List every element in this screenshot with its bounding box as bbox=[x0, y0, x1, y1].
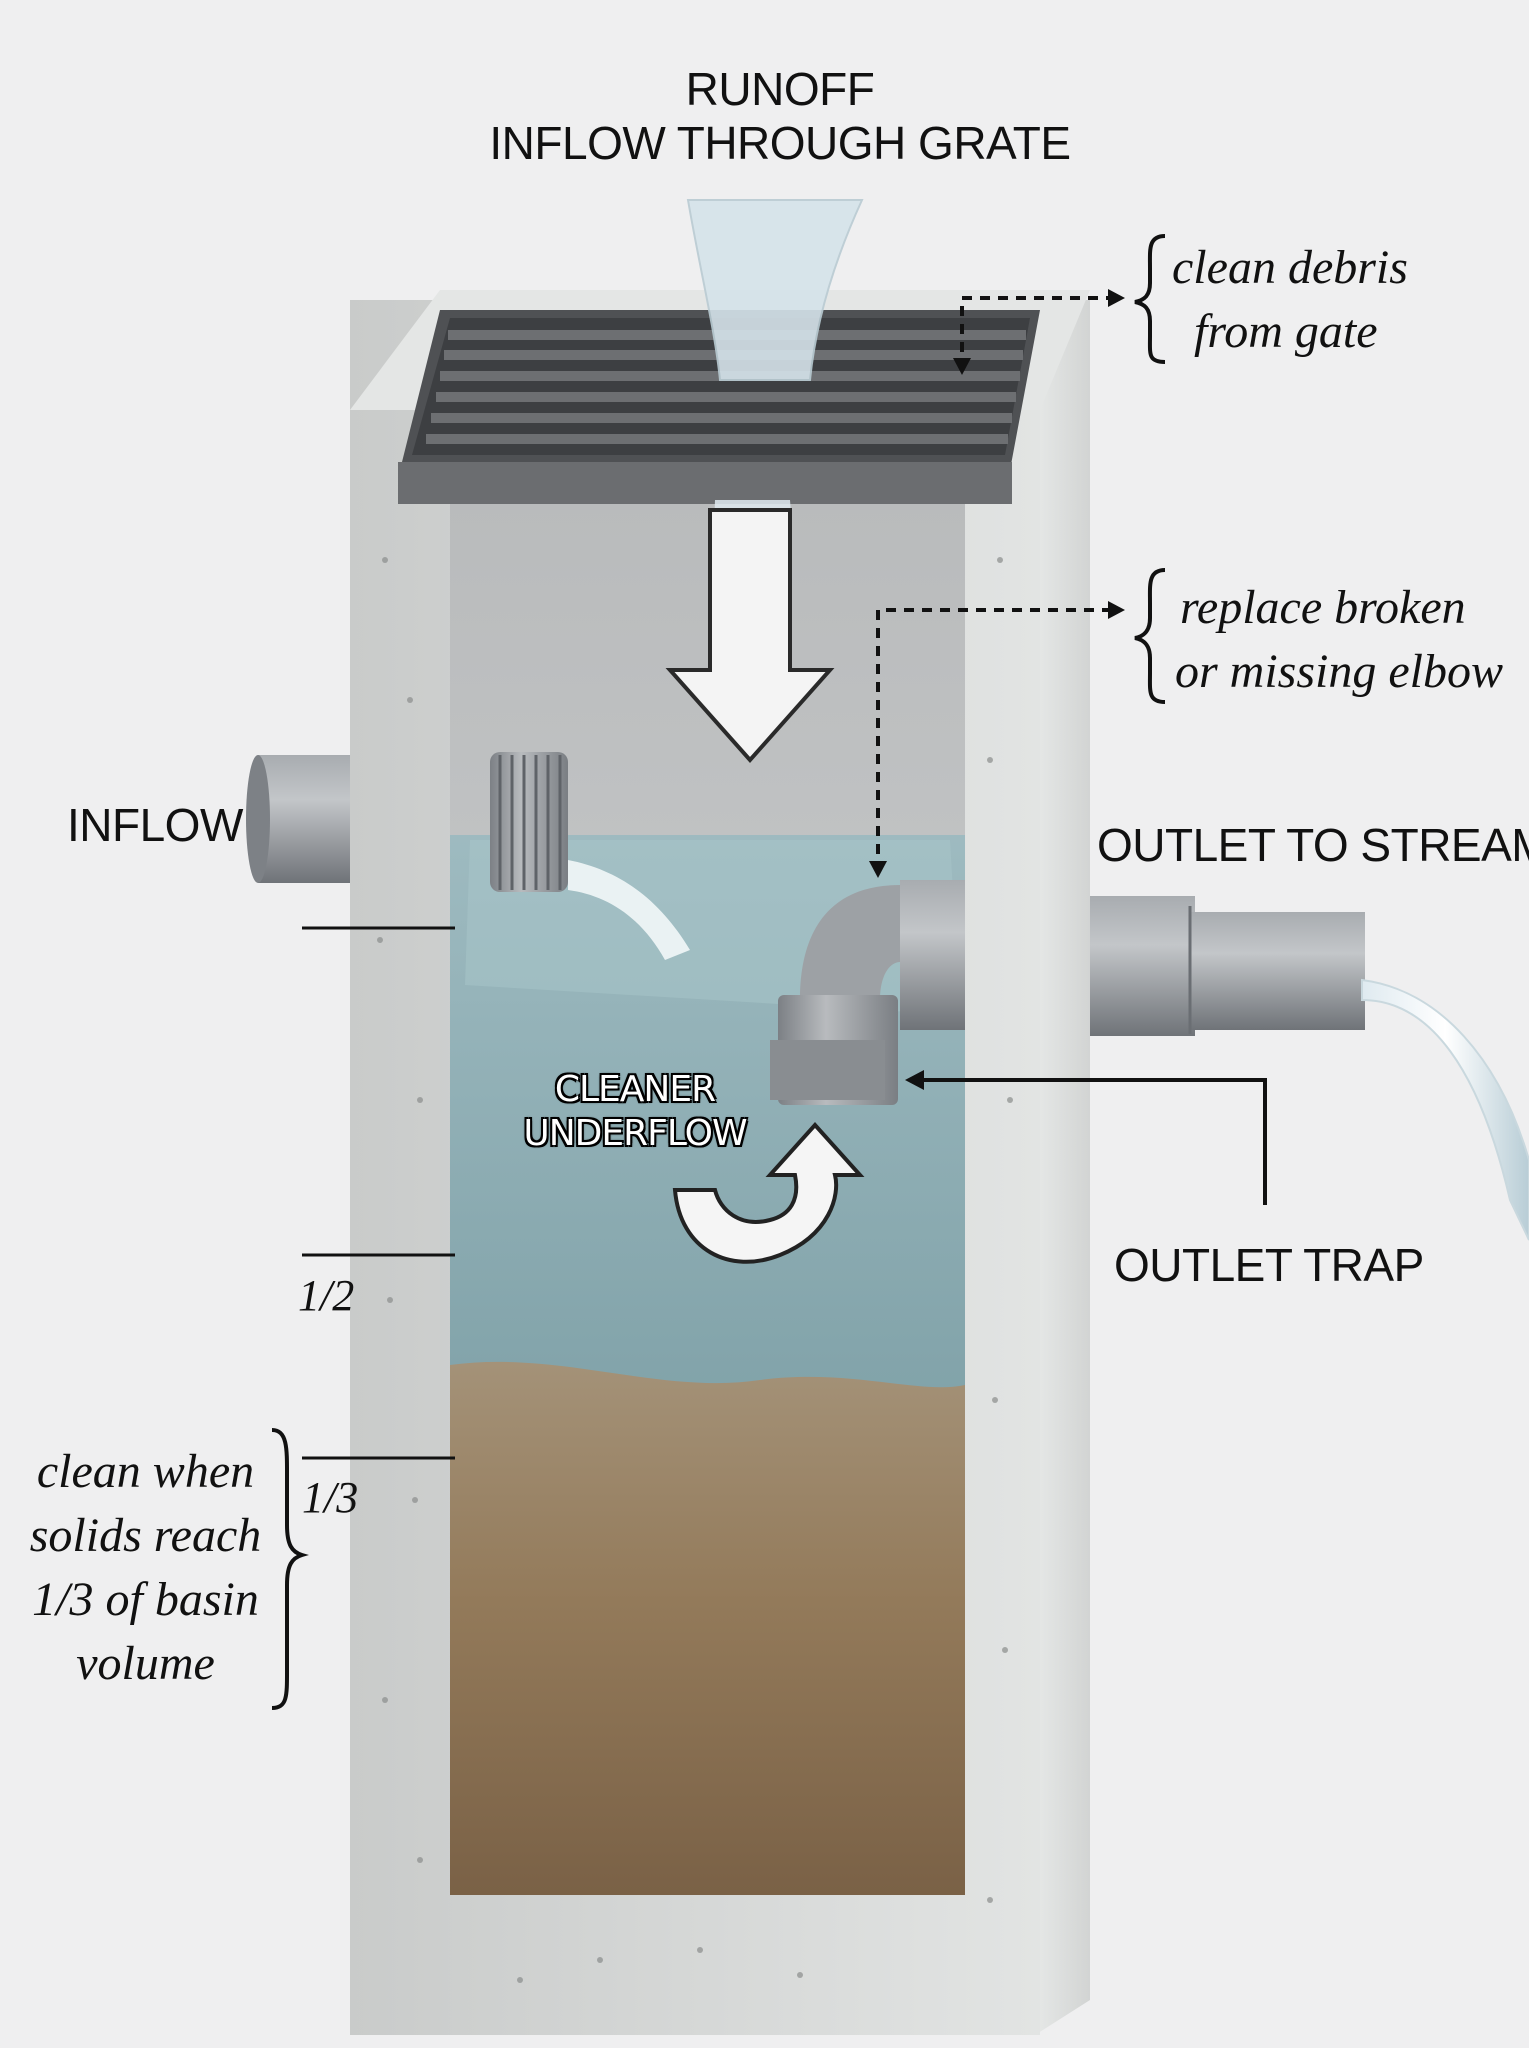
outlet-trap-leader bbox=[905, 1070, 1267, 1205]
runoff-label: RUNOFF INFLOW THROUGH GRATE bbox=[430, 62, 1130, 170]
elbow-note-line1: replace broken bbox=[1180, 581, 1466, 634]
elbow-note-line2: or missing elbow bbox=[1175, 645, 1504, 698]
outlet-to-stream-label: OUTLET TO STREAM bbox=[1097, 819, 1529, 871]
solids-note-line2: solids reach bbox=[29, 1509, 262, 1562]
runoff-label-line1: RUNOFF bbox=[685, 63, 875, 115]
basin-right-face bbox=[1035, 300, 1090, 2035]
grate-note-leader bbox=[953, 289, 1125, 375]
grate bbox=[398, 310, 1040, 504]
solids-note-brace bbox=[271, 1428, 309, 1710]
sediment-layer bbox=[450, 1361, 965, 1895]
runoff-label-line2: INFLOW THROUGH GRATE bbox=[489, 117, 1071, 169]
elbow-note-brace bbox=[1134, 568, 1166, 704]
grate-note-brace bbox=[1134, 234, 1166, 364]
concrete-texture bbox=[377, 557, 1013, 1983]
outlet-pipe bbox=[1060, 896, 1365, 1036]
solids-note: clean when solids reach 1/3 of basin vol… bbox=[18, 1440, 273, 1696]
cleaner-underflow-line1: CLEANER bbox=[554, 1069, 716, 1110]
runoff-water-funnel bbox=[686, 199, 864, 381]
inflow-water bbox=[568, 860, 690, 960]
half-level-label: 1/2 bbox=[298, 1271, 355, 1320]
outlet-elbow-trap bbox=[770, 880, 965, 1105]
outlet-trap-label: OUTLET TRAP bbox=[1114, 1239, 1424, 1291]
solids-note-line1: clean when bbox=[36, 1445, 255, 1498]
elbow-note: replace broken or missing elbow bbox=[1175, 576, 1503, 704]
inflow-fitting bbox=[490, 752, 568, 892]
cleaner-underflow-line2: UNDERFLOW bbox=[523, 1113, 747, 1154]
underflow-arrow bbox=[672, 1122, 865, 1264]
grate-note: clean debris from gate bbox=[1172, 236, 1408, 364]
solids-note-line4: volume bbox=[76, 1637, 215, 1690]
third-level-label: 1/3 bbox=[302, 1473, 359, 1522]
elbow-note-leader bbox=[869, 601, 1125, 878]
inflow-label: INFLOW bbox=[67, 799, 243, 851]
solids-note-line3: 1/3 of basin bbox=[32, 1573, 259, 1626]
outlet-water-stream bbox=[1361, 978, 1529, 1241]
inflow-pipe bbox=[246, 755, 368, 883]
grate-note-line1: clean debris bbox=[1172, 241, 1408, 294]
grate-note-line2: from gate bbox=[1194, 305, 1378, 358]
cleaner-underflow-label: CLEANER UNDERFLOW bbox=[495, 1068, 775, 1156]
down-arrow bbox=[665, 508, 835, 764]
